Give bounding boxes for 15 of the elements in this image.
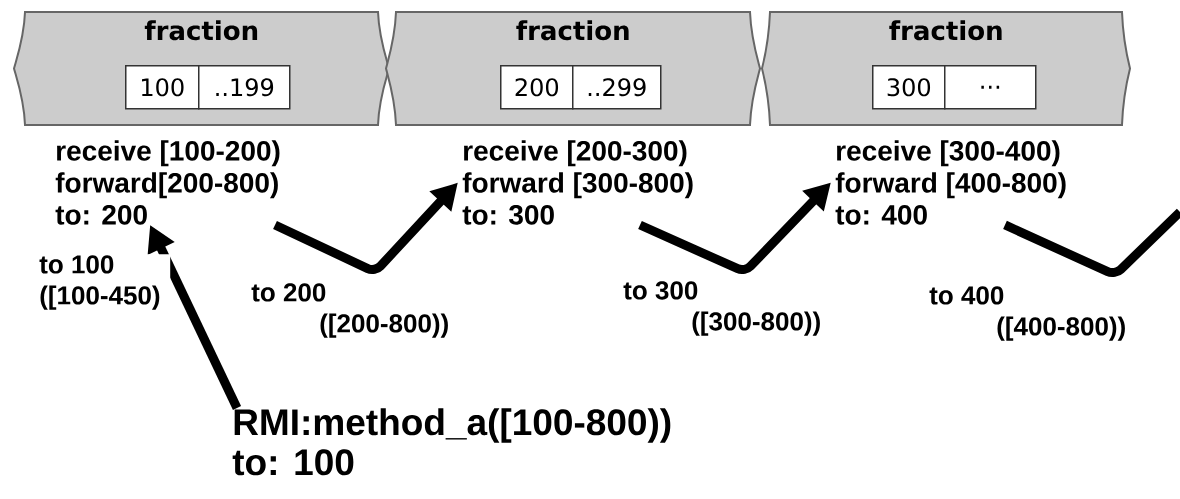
- edge-label: to 200 ([200-800)): [250, 282, 453, 339]
- value-cell: 200: [500, 65, 574, 110]
- value-cell: ..299: [572, 65, 662, 110]
- call-text: RMI:method_a([100-800)) to: 100: [232, 408, 671, 476]
- edge-label: to 100 ([100-450): [38, 254, 171, 311]
- edge-label: to 300 ([300-800)): [622, 280, 825, 337]
- value-cell: ...: [944, 65, 1037, 110]
- value-cell: 300: [872, 65, 946, 110]
- status-text: receive [300-400) forward [400-800) to: 400: [835, 140, 1066, 225]
- value-cell: 100: [125, 65, 200, 110]
- status-text: receive [100-200) forward[200-800) to: 200: [55, 140, 280, 225]
- connector-line: [1003, 208, 1180, 278]
- edge-label: to 400 ([400-800)): [928, 285, 1131, 342]
- value-cell: ..199: [198, 65, 291, 110]
- status-text: receive [200-300) forward [300-800) to: 300: [462, 140, 693, 225]
